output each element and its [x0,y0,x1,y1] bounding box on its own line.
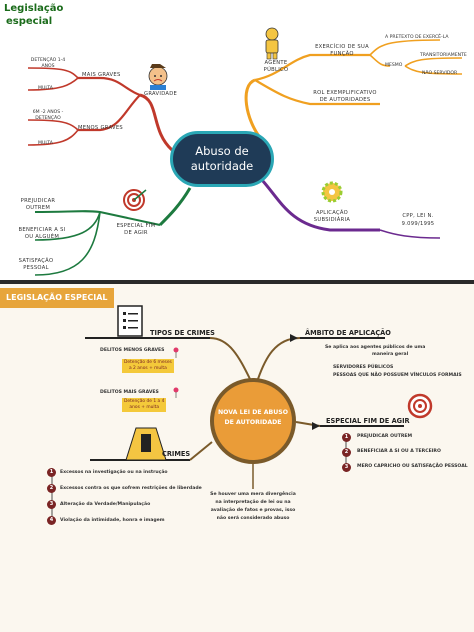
top-center-node: Abuso de autoridade [170,131,274,187]
note-line3: avaliação de fatos e provas, isso [210,508,296,513]
bottom-header-badge: LEGISLAÇÃO ESPECIAL [0,288,114,308]
tipos-mais-graves-pena2: anos + multa [129,405,160,410]
tipos-menos-graves-label: DELITOS MENOS GRAVES [100,348,165,353]
fim-item-2-text: BENEFICIAR A SI OU A TERCEIRO [357,449,441,454]
crimes-item-4-number: 4 [47,516,56,525]
crimes-item-1-text: Excessos na investigação ou na instrução [60,470,168,475]
fim-item-3-text: MERO CAPRICHO OU SATISFAÇÃO PESSOAL [357,464,468,469]
gravidade-multa1: MULTA [38,86,53,91]
fim-label1: ESPECIAL FIM [116,223,156,229]
tipos-menos-graves-pena2: a 2 anos + multa [128,366,167,371]
agente-exercicio1: EXERCÍCIO DE SUA [315,44,369,50]
tipos-title: TIPOS DE CRIMES [150,329,215,337]
note-line2: na interpretação de lei ou na [215,500,291,505]
document-icon [117,305,143,337]
crimes-item-3-number: 3 [47,500,56,509]
bottom-branches [51,334,404,520]
ambito-line1: Se aplica aos agentes públicos de uma [325,345,426,350]
aplicacao-cpp1: CPP, LEI N. [402,213,434,219]
agente-rol2: DE AUTORIDADES [319,97,371,103]
fim-beneficiar1: BENEFICIAR A SI [18,227,66,233]
tipos-menos-graves-pena: Detenção de 6 meses a 2 anos + multa [122,359,174,373]
agente-transitoriamente: TRANSITORIAMENTE [420,53,467,58]
top-title-line1: Legislação [4,3,64,14]
angry-face-icon [148,64,168,90]
gravidade-detencao-menos2: DETENÇÃO [35,116,61,121]
fim-item-2-number: 2 [342,448,351,457]
agente-exercicio2: FUNÇÃO [330,51,354,57]
top-mind-map: Legislação especial Abuso de autoridade … [0,0,474,280]
aplicacao-label2: SUBSIDIÁRIA [313,217,351,223]
gravidade-label: GRAVIDADE [144,91,178,97]
ambito-line2: maneira geral [372,352,409,357]
target-icon [123,189,147,211]
agente-pretexto: A PRETEXTO DE EXERCÊ-LA [385,35,449,40]
aplicacao-label1: APLICAÇÃO [315,210,349,216]
crimes-title: CRIMES [162,450,191,458]
astronaut-icon [265,27,279,60]
bottom-center-line2: DE AUTORIDADE [224,419,282,426]
gear-icon [321,181,343,203]
note-line1: Se houver uma mera divergência [210,492,296,497]
fim-item-1-number: 1 [342,433,351,442]
tipos-mais-graves-pena: Detenção de 1 a 4 anos + multa [122,398,167,412]
agente-mesmo: MESMO [385,63,403,68]
top-center-line1: Abuso de [195,144,249,158]
aplicacao-cpp2: 9.099/1995 [401,221,435,227]
warning-sign-icon [125,427,167,461]
target-icon [407,393,433,419]
ambito-line3: SERVIDORES PÚBLICOS [333,365,394,370]
tipos-mais-graves-pena1: Detenção de 1 a 4 [124,399,165,404]
bottom-center-node: NOVA LEI DE ABUSO DE AUTORIDADE [210,378,296,464]
fim-item-3-number: 3 [342,463,351,472]
crimes-item-4-text: Violação da intimidade, honra e imagem [60,518,165,523]
agente-label1: AGENTE [264,60,288,66]
gravidade-mais-graves: MAIS GRAVES [82,72,121,78]
top-title-line2: especial [6,16,53,27]
top-center-line2: autoridade [190,159,254,173]
tipos-menos-graves-pena1: Detenção de 6 meses [124,360,172,365]
ambito-line4: PESSOAS QUE NÃO POSSUEM VÍNCULOS FORMAIS [333,373,462,378]
gravidade-menos-graves: MENOS GRAVES [78,125,124,131]
fim-satisfacao2: PESSOAL [23,265,49,271]
fim-satisfacao1: SATISFAÇÃO [18,258,54,264]
pin-icon [173,347,179,398]
crimes-item-2-text: Excessos contra os que sofrem restrições… [60,486,202,491]
top-branches [27,39,463,276]
gravidade-detencao-menos1: 6M -2 ANOS - [32,110,64,115]
crimes-item-2-number: 2 [47,484,56,493]
fim-title: ESPECIAL FIM DE AGIR [326,417,410,425]
agente-label2: PÚBLICO [263,67,289,73]
agente-nao-servidor: NÃO SERVIDOR [422,71,458,76]
fim-prejudicar2: OUTREM [25,205,51,211]
fim-prejudicar1: PREJUDICAR [20,198,56,204]
fim-beneficiar2: OU ALGUÉM [24,234,60,240]
gravidade-detencao-mais1: DETENÇÃO 1-4 [30,58,66,63]
fim-item-1-text: PREJUDICAR OUTREM [357,434,413,439]
crimes-item-1-number: 1 [47,468,56,477]
gravidade-detencao-mais2: ANOS [41,64,55,69]
agente-rol1: ROL EXEMPLIFICATIVO [313,90,377,96]
note-line4: não será considerado abuso [216,516,290,521]
bottom-mind-map: LEGISLAÇÃO ESPECIAL NOVA LEI DE ABUSO DE… [0,284,474,632]
panel-divider [0,280,474,284]
fim-label2: DE AGIR [124,230,148,236]
tipos-mais-graves-label: DELITOS MAIS GRAVES [100,390,159,395]
gravidade-multa2: MULTA [38,141,53,146]
ambito-title: ÂMBITO DE APLICAÇÃO [305,329,391,337]
bottom-center-line1: NOVA LEI DE ABUSO [218,409,288,416]
crimes-item-3-text: Alteração da Verdade/Manipulação [60,502,151,507]
